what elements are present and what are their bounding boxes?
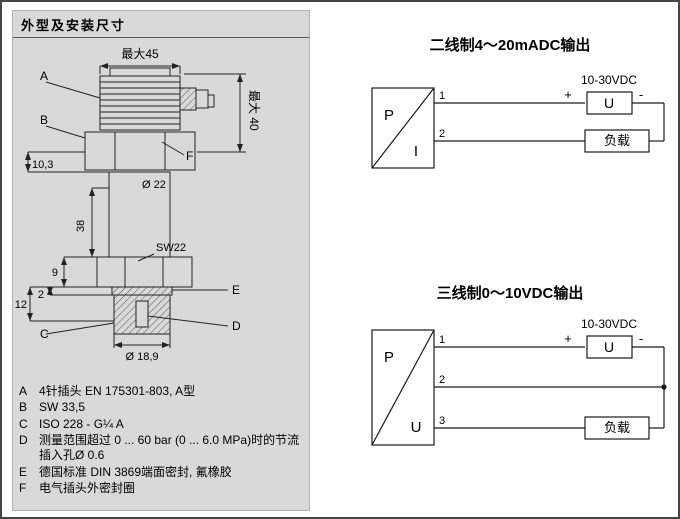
sensor-outline-drawing xyxy=(25,63,246,348)
cable-gland xyxy=(179,87,197,111)
legend-key: B xyxy=(19,400,28,415)
load-label: 负载 xyxy=(604,420,630,435)
legend-text: 德国标准 DIN 3869端面密封, 氟橡胶 xyxy=(39,464,232,479)
legend-text: ISO 228 - G¼ A xyxy=(39,416,124,431)
load-label: 负载 xyxy=(604,133,630,148)
legend-key: F xyxy=(19,481,27,496)
dim-nut-height: 10,3 xyxy=(32,159,53,171)
supply-voltage-label: 10-30VDC xyxy=(581,73,637,87)
callout-c: C xyxy=(40,327,49,341)
callout-e: E xyxy=(232,283,240,297)
terminal-3-label: 3 xyxy=(439,415,445,427)
minus-label: - xyxy=(639,87,643,102)
panel-title: 外型及安装尺寸 xyxy=(13,11,309,38)
dim-seal-t: 2 xyxy=(38,289,44,301)
plus-label: + xyxy=(564,87,572,102)
seal-ring xyxy=(111,286,173,296)
wiring-diagrams: 二线制4～20mADC输出 P I 1 2 + 10-30VDC U - 负载 xyxy=(371,36,667,446)
supply-voltage-label: 10-30VDC xyxy=(581,317,637,331)
legend-row: B SW 33,5 xyxy=(19,400,304,415)
legend-key: A xyxy=(19,384,28,398)
callout-b: B xyxy=(40,113,48,127)
terminal-2-label: 2 xyxy=(439,128,445,140)
transmitter-box xyxy=(371,87,435,169)
callout-f: F xyxy=(186,149,193,163)
two-wire-circuit: 二线制4～20mADC输出 P I 1 2 + 10-30VDC U - 负载 xyxy=(371,36,665,169)
load-box xyxy=(584,416,650,440)
dim-thread-dia: Ø 18,9 xyxy=(125,351,158,363)
dim-max-height: 最大 40 xyxy=(247,90,261,131)
dimension-drawing: 最大45 最大 40 10,3 Ø 22 38 SW22 9 2 12 Ø 18… xyxy=(15,47,261,363)
transmitter-p-label: P xyxy=(384,349,394,366)
legend-row: C ISO 228 - G¼ A xyxy=(19,417,304,432)
callout-d: D xyxy=(232,319,241,333)
outline-panel: 外型及安装尺寸 xyxy=(12,10,310,511)
terminal-2-label: 2 xyxy=(439,374,445,386)
legend-text: SW 33,5 xyxy=(39,400,86,415)
dim-thread-len: 12 xyxy=(15,299,27,311)
legend-key: E xyxy=(19,464,28,479)
transmitter-p-label: P xyxy=(384,107,394,124)
throttle-bore xyxy=(135,300,149,328)
dim-body-len: 38 xyxy=(75,220,87,232)
dim-body-dia: Ø 22 xyxy=(142,179,166,191)
dim-max-width: 最大45 xyxy=(121,47,159,61)
supply-u-label: U xyxy=(604,95,614,111)
supply-u-label: U xyxy=(604,339,614,355)
dim-hex-h: 9 xyxy=(52,267,58,279)
legend-text: 4针插头 EN 175301-803, A型 xyxy=(39,384,196,398)
dim-hex-size: SW22 xyxy=(156,242,186,254)
legend-row: E 德国标准 DIN 3869端面密封, 氟橡胶 xyxy=(19,465,304,480)
transmitter-u-label: U xyxy=(411,419,422,436)
plus-label: + xyxy=(564,331,572,346)
three-wire-circuit: 三线制0～10VDC输出 P U 1 2 3 + 10-30VDC U xyxy=(371,284,667,446)
three-wire-title: 三线制0～10VDC输出 xyxy=(437,284,584,302)
legend-text: 测量范围超过 0 ... 60 bar (0 ... 6.0 MPa)时的节流插… xyxy=(39,433,300,463)
legend-row: A 4针插头 EN 175301-803, A型 xyxy=(19,384,304,399)
legend-row: F 电气插头外密封圈 xyxy=(19,481,304,496)
legend: A 4针插头 EN 175301-803, A型 B SW 33,5 C ISO… xyxy=(13,382,309,497)
two-wire-title: 二线制4～20mADC输出 xyxy=(430,36,591,54)
load-box xyxy=(584,129,650,153)
terminal-1-label: 1 xyxy=(439,334,445,346)
wire-junction xyxy=(661,384,667,390)
legend-key: D xyxy=(19,433,28,448)
minus-label: - xyxy=(639,331,643,346)
terminal-1-label: 1 xyxy=(439,90,445,102)
legend-text: 电气插头外密封圈 xyxy=(39,481,136,496)
legend-key: C xyxy=(19,416,28,431)
transmitter-i-label: I xyxy=(414,143,418,160)
callout-a: A xyxy=(40,69,48,83)
legend-row: D 测量范围超过 0 ... 60 bar (0 ... 6.0 MPa)时的节… xyxy=(19,433,304,464)
